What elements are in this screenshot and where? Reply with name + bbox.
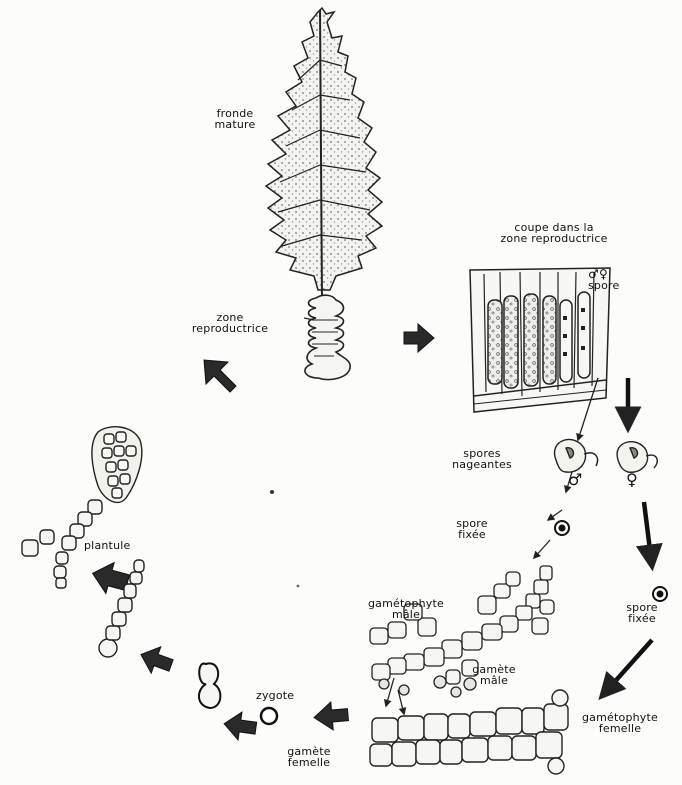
arrow-young-to-zygote [222,710,258,742]
label-zygote: zygote [256,690,294,701]
fixed-spore-right [653,587,667,601]
female-symbol: ♀ [626,474,638,485]
label-spore: spore [588,279,620,292]
label-fixed-spore-right: spore fixée [606,602,678,624]
arrow-zygote-to-young [136,641,176,678]
two-cell-embryo [199,663,220,708]
label-fixed-spore-left: spore fixée [436,518,508,540]
arrow-to-section [404,324,434,352]
label-male-gamete: gamète mâle [462,664,526,686]
zoospore-male [554,439,597,472]
fixed-spore-left [555,521,569,535]
label-spore-sex: ♂♀ spore [588,258,620,291]
male-symbol: ♂ [568,474,583,485]
zoospore-female [617,442,657,473]
label-male-gametophyte: gamétophyte mâle [356,598,456,620]
label-female-gametophyte: gamétophyte femelle [558,712,682,734]
label-female-gamete: gamète femelle [268,746,350,768]
plantule [22,427,142,588]
arrow-to-frond [204,360,236,392]
arrow-gamete-to-zygote [313,701,349,732]
label-reproductive-zone: zone reproductrice [160,312,300,334]
mature-frond [266,8,382,300]
label-plantule: plantule [84,540,130,551]
label-mature-frond: fronde mature [200,108,270,130]
label-cross-section: coupe dans la zone reproductrice [464,222,644,244]
label-swimming-spores: spores nageantes [436,448,528,470]
female-gametophyte [370,690,568,774]
zygote [261,708,277,724]
bold-arrows [602,378,652,696]
reproductive-zone [305,295,350,379]
